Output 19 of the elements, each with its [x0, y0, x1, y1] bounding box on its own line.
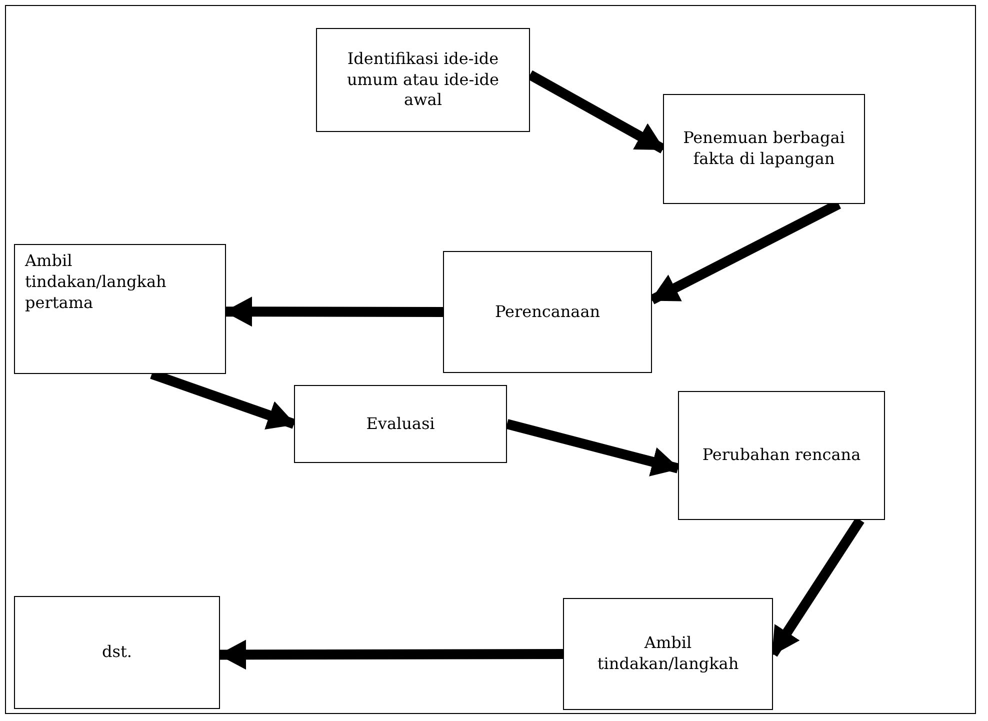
process-box — [678, 391, 885, 520]
box-label: Perencanaan — [494, 302, 600, 322]
box-label: Penemuan berbagai fakta di lapangan — [682, 128, 846, 170]
box-label: Evaluasi — [366, 414, 435, 434]
box-label: Perubahan rencana — [702, 445, 861, 466]
box-label: Ambil tindakan/langkah — [596, 633, 740, 675]
arrow — [506, 419, 680, 476]
process-box — [443, 251, 652, 373]
process-box — [316, 28, 530, 132]
process-box — [14, 596, 220, 709]
process-box — [663, 94, 865, 204]
arrow — [224, 296, 444, 327]
box-label: Ambil tindakan/langkah pertama — [25, 251, 168, 314]
process-box — [14, 244, 226, 374]
process-box — [294, 385, 507, 463]
arrow — [218, 640, 564, 670]
box-label: Identifikasi ide-ide umum atau ide-ide awal — [346, 48, 500, 112]
box-label: dst. — [102, 642, 132, 663]
process-box — [563, 598, 773, 710]
